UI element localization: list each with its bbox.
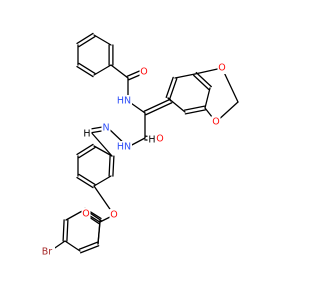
double-bond-line xyxy=(76,143,94,156)
double-bond-line xyxy=(78,241,98,250)
double-bond-line xyxy=(78,62,96,75)
single-bond xyxy=(65,209,85,221)
atom-label-background xyxy=(101,122,111,134)
atom-label-layer: O HN O O HN O N O O Br H H xyxy=(39,62,227,258)
double-bond-line xyxy=(76,65,94,78)
double-bond-line xyxy=(183,105,206,111)
double-bond-line xyxy=(195,71,212,88)
single-bond xyxy=(167,97,186,113)
atom-label-background xyxy=(211,116,221,128)
atom-label-background xyxy=(147,134,157,146)
atom-label-background xyxy=(116,141,132,153)
double-bond-line xyxy=(165,76,174,99)
double-bond-line xyxy=(184,109,207,115)
double-bond-line xyxy=(169,77,178,100)
atom-label-background xyxy=(217,62,227,74)
atom-label-background xyxy=(155,133,165,145)
single-bond xyxy=(97,219,101,245)
atom-label-background xyxy=(81,208,91,220)
atom-label-o: O xyxy=(82,209,89,220)
double-bond-line xyxy=(193,74,210,91)
double-bond-line xyxy=(78,173,96,186)
atom-label-background xyxy=(139,66,149,78)
double-bond-line xyxy=(78,146,96,159)
single-bond xyxy=(64,240,81,252)
double-bond-line xyxy=(78,35,96,48)
single-bond xyxy=(110,64,129,79)
atom-label-h: H xyxy=(148,135,155,146)
atom-label-n: N xyxy=(102,123,109,134)
single-bond xyxy=(93,34,112,46)
bond-layer xyxy=(48,32,239,254)
atom-label-o: O xyxy=(110,210,117,221)
molecule-structure: O HN O O HN O N O O Br H H xyxy=(39,32,239,258)
single-bond xyxy=(93,64,112,76)
double-bond-line xyxy=(126,69,142,77)
atom-label-background xyxy=(39,246,55,258)
atom-label-background xyxy=(116,95,132,107)
atom-label-n: HN xyxy=(117,96,131,107)
atom-label-o: O xyxy=(212,117,219,128)
double-bond-line xyxy=(62,219,65,242)
double-bond-line xyxy=(80,245,100,254)
single-bond xyxy=(204,87,211,109)
single-bond xyxy=(93,145,113,157)
single-bond xyxy=(89,130,113,157)
double-bond-line xyxy=(76,32,94,45)
atom-label-o: O xyxy=(140,67,147,78)
double-bond-line xyxy=(66,219,69,242)
double-bond-line xyxy=(88,211,102,222)
double-bond-line xyxy=(112,155,115,177)
double-bond-line xyxy=(76,176,94,189)
atom-label-br: Br xyxy=(42,247,53,258)
double-bond-line xyxy=(143,98,171,112)
double-bond-line xyxy=(108,155,111,177)
atom-label-o: O xyxy=(156,134,163,145)
atom-label-h: H xyxy=(83,129,90,140)
atom-label-n: HN xyxy=(117,142,131,153)
atom-label-background xyxy=(82,128,92,140)
single-bond xyxy=(174,73,196,79)
double-bond-line xyxy=(145,102,173,116)
atom-label-background xyxy=(109,209,119,221)
atom-label-o: O xyxy=(218,63,225,74)
single-bond xyxy=(93,175,112,187)
